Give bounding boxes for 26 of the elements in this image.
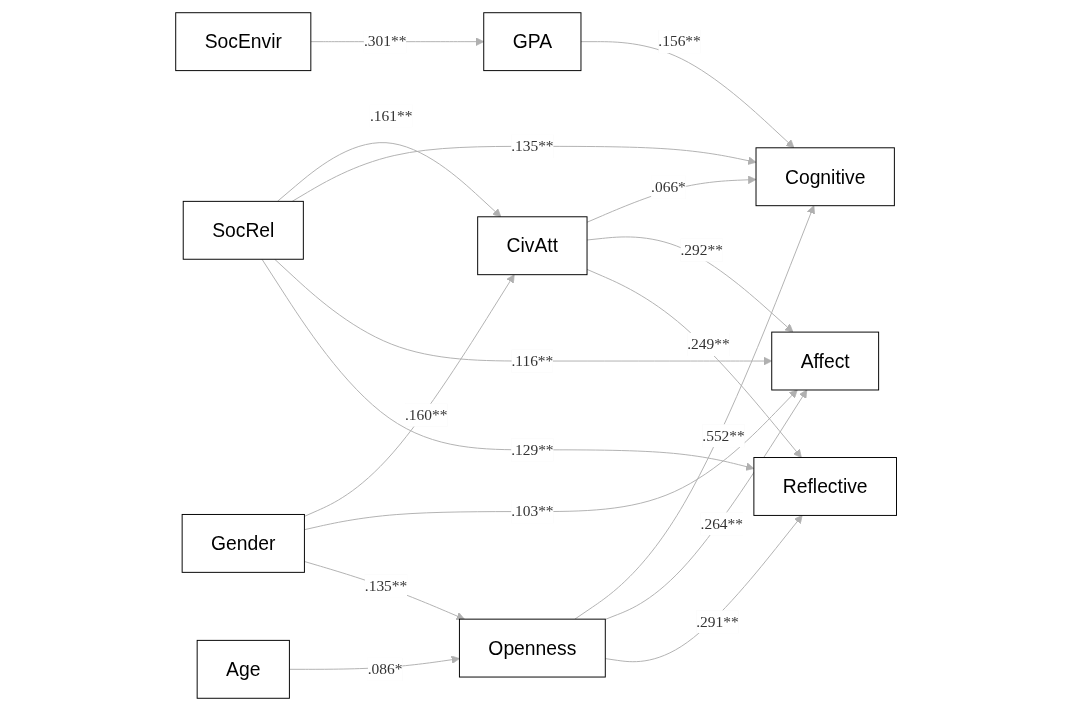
edge-label: .156** [658,32,702,50]
node-box: Age [197,639,291,699]
edge-label: .135** [511,137,554,155]
edge-label: .160** [405,406,448,423]
node-box: Gender [182,514,306,573]
edge-label: .292** [680,241,724,258]
edge-label: .301** [364,32,407,50]
edge-label: .264** [700,515,744,532]
edge-label: .116** [511,352,554,369]
edge-label: .291** [696,613,740,630]
edge-label: .086* [368,660,403,678]
node-box: Openness [459,618,607,678]
node-box: Affect [771,331,880,391]
node-box: SocEnvir [175,12,312,72]
edge-label: .249** [687,335,731,353]
node-box: CivAtt [477,216,588,276]
edge-label: .066* [651,178,687,196]
node-box: GPA [483,12,582,72]
edge-label: .135** [365,577,408,594]
node-box: SocRel [183,200,305,260]
edge-label: .161** [370,107,413,124]
edge-label: .552** [702,427,746,444]
node-box: Cognitive [755,147,896,207]
node-box: Reflective [753,457,898,516]
edge-label: .129** [511,441,554,458]
edge-label: .103** [511,502,554,520]
